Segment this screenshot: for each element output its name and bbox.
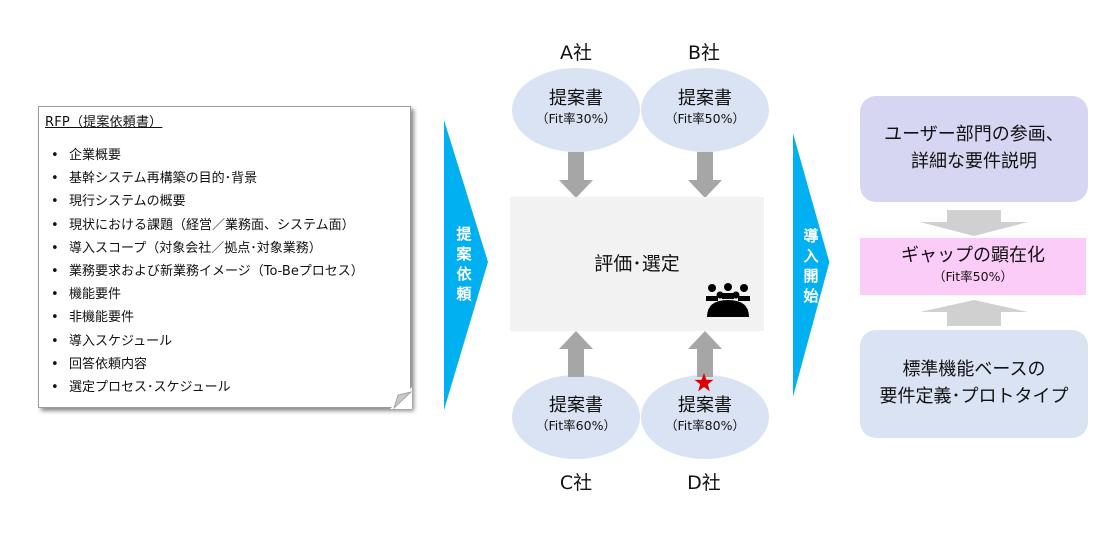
bullet-icon: • bbox=[51, 171, 59, 187]
proposal-title: 提案書 bbox=[549, 395, 603, 416]
star-icon bbox=[694, 373, 714, 392]
bullet-icon: • bbox=[51, 194, 59, 210]
request-proposal-arrow: 提 案 依 頼 bbox=[444, 120, 488, 414]
box-text-line: 詳細な要件説明 bbox=[911, 151, 1037, 172]
rfp-document-note: RFP（提案依頼書） • 企業概要 • 基幹システム再構築の目的･背景 • 現行システ… bbox=[38, 106, 412, 409]
bullet-icon: • bbox=[51, 333, 59, 349]
rfp-item: • 現行システムの概要 bbox=[51, 190, 364, 213]
rfp-item-text: 導入スコープ（対象会社／拠点･対象業務） bbox=[69, 240, 322, 256]
company-label-a: A社 bbox=[560, 42, 592, 64]
company-label-b: B社 bbox=[687, 42, 721, 64]
rfp-item: • 現状における課題（経営／業務面、システム面） bbox=[51, 214, 364, 237]
rfp-item-text: 選定プロセス･スケジュール bbox=[69, 379, 231, 395]
rfp-item-text: 現行システムの概要 bbox=[69, 194, 186, 210]
bullet-icon: • bbox=[51, 356, 59, 372]
gap-fit-rate: （Fit率50%） bbox=[933, 269, 1013, 284]
bullet-icon: • bbox=[51, 379, 59, 395]
rfp-item-text: 業務要求および新業務イメージ（To-Beプロセス） bbox=[69, 263, 364, 279]
arrow-down-icon bbox=[688, 152, 722, 198]
page-curl-icon bbox=[390, 387, 412, 409]
rfp-title: RFP（提案依頼書） bbox=[45, 115, 163, 130]
bullet-icon: • bbox=[51, 287, 59, 303]
box-text-line: 標準機能ベースの bbox=[902, 359, 1046, 380]
bullet-icon: • bbox=[51, 263, 59, 279]
proposal-fit-rate: （Fit率30%） bbox=[536, 111, 616, 126]
bullet-icon: • bbox=[51, 217, 59, 233]
evaluation-title: 評価･選定 bbox=[594, 253, 680, 275]
rfp-item-list: • 企業概要 • 基幹システム再構築の目的･背景 • 現行システムの概要 • 現状におけ… bbox=[51, 144, 364, 399]
rfp-item-text: 機能要件 bbox=[69, 287, 122, 303]
rfp-item-text: 導入スケジュール bbox=[69, 333, 173, 349]
company-label-d: D社 bbox=[687, 472, 721, 494]
rfp-item: • 導入スケジュール bbox=[51, 330, 364, 353]
bullet-icon: • bbox=[51, 148, 59, 163]
start-implementation-label: 導 入 開 始 bbox=[801, 226, 821, 306]
arrow-up-icon bbox=[559, 331, 593, 377]
proposal-title: 提案書 bbox=[678, 395, 732, 416]
label-char: 開 bbox=[803, 267, 819, 285]
arrow-down-icon bbox=[559, 152, 593, 198]
rfp-item: • 選定プロセス･スケジュール bbox=[51, 376, 364, 399]
request-proposal-label: 提 案 依 頼 bbox=[454, 224, 474, 304]
start-implementation-arrow: 導 入 開 始 bbox=[793, 120, 833, 414]
box-text-line: ユーザー部門の参画、 bbox=[884, 124, 1064, 145]
arrow-down-icon bbox=[920, 210, 1028, 236]
rfp-item-text: 現状における課題（経営／業務面、システム面） bbox=[69, 217, 355, 233]
rfp-item: • 業務要求および新業務イメージ（To-Beプロセス） bbox=[51, 260, 364, 283]
proposal-b: 提案書 （Fit率50%） bbox=[641, 68, 769, 152]
rfp-item: • 機能要件 bbox=[51, 283, 364, 306]
label-char: 始 bbox=[803, 287, 819, 305]
label-char: 依 bbox=[456, 265, 472, 283]
proposal-fit-rate: （Fit率80%） bbox=[665, 418, 745, 433]
proposal-title: 提案書 bbox=[678, 88, 732, 109]
proposal-c: 提案書 （Fit率60%） bbox=[512, 375, 640, 459]
rfp-item: • 基幹システム再構築の目的･背景 bbox=[51, 167, 364, 190]
proposal-d: 提案書 （Fit率80%） bbox=[641, 375, 769, 459]
gap-visualization-box: ギャップの顕在化 （Fit率50%） bbox=[860, 238, 1086, 295]
blade-arrow-icon bbox=[444, 120, 488, 410]
rfp-item: • 導入スコープ（対象会社／拠点･対象業務） bbox=[51, 237, 364, 260]
user-participation-box: ユーザー部門の参画、 詳細な要件説明 bbox=[860, 96, 1088, 202]
label-char: 入 bbox=[803, 247, 819, 265]
company-label-c: C社 bbox=[559, 472, 593, 494]
bullet-icon: • bbox=[51, 240, 59, 256]
arrow-up-icon bbox=[688, 331, 722, 377]
meeting-icon bbox=[706, 283, 750, 317]
label-char: 案 bbox=[456, 245, 472, 263]
rfp-item-text: 基幹システム再構築の目的･背景 bbox=[69, 171, 258, 187]
proposal-title: 提案書 bbox=[549, 88, 603, 109]
standard-function-box: 標準機能ベースの 要件定義･プロトタイプ bbox=[860, 330, 1088, 438]
arrow-up-icon bbox=[920, 300, 1028, 326]
evaluation-box: 評価･選定 bbox=[510, 197, 764, 331]
label-char: 頼 bbox=[456, 285, 472, 303]
rfp-item: • 回答依頼内容 bbox=[51, 353, 364, 376]
bullet-icon: • bbox=[51, 310, 59, 326]
rfp-item: • 企業概要 bbox=[51, 144, 364, 167]
blade-arrow-icon bbox=[793, 133, 830, 397]
rfp-item-text: 回答依頼内容 bbox=[69, 356, 148, 372]
label-char: 導 bbox=[803, 227, 819, 245]
rfp-item-text: 非機能要件 bbox=[69, 310, 135, 326]
gap-title: ギャップの顕在化 bbox=[901, 245, 1045, 266]
box-text-line: 要件定義･プロトタイプ bbox=[879, 386, 1069, 407]
label-char: 提 bbox=[456, 225, 472, 243]
proposal-fit-rate: （Fit率50%） bbox=[665, 111, 745, 126]
rfp-item: • 非機能要件 bbox=[51, 306, 364, 329]
proposal-a: 提案書 （Fit率30%） bbox=[512, 68, 640, 152]
proposal-fit-rate: （Fit率60%） bbox=[536, 418, 616, 433]
rfp-item-text: 企業概要 bbox=[69, 148, 122, 163]
